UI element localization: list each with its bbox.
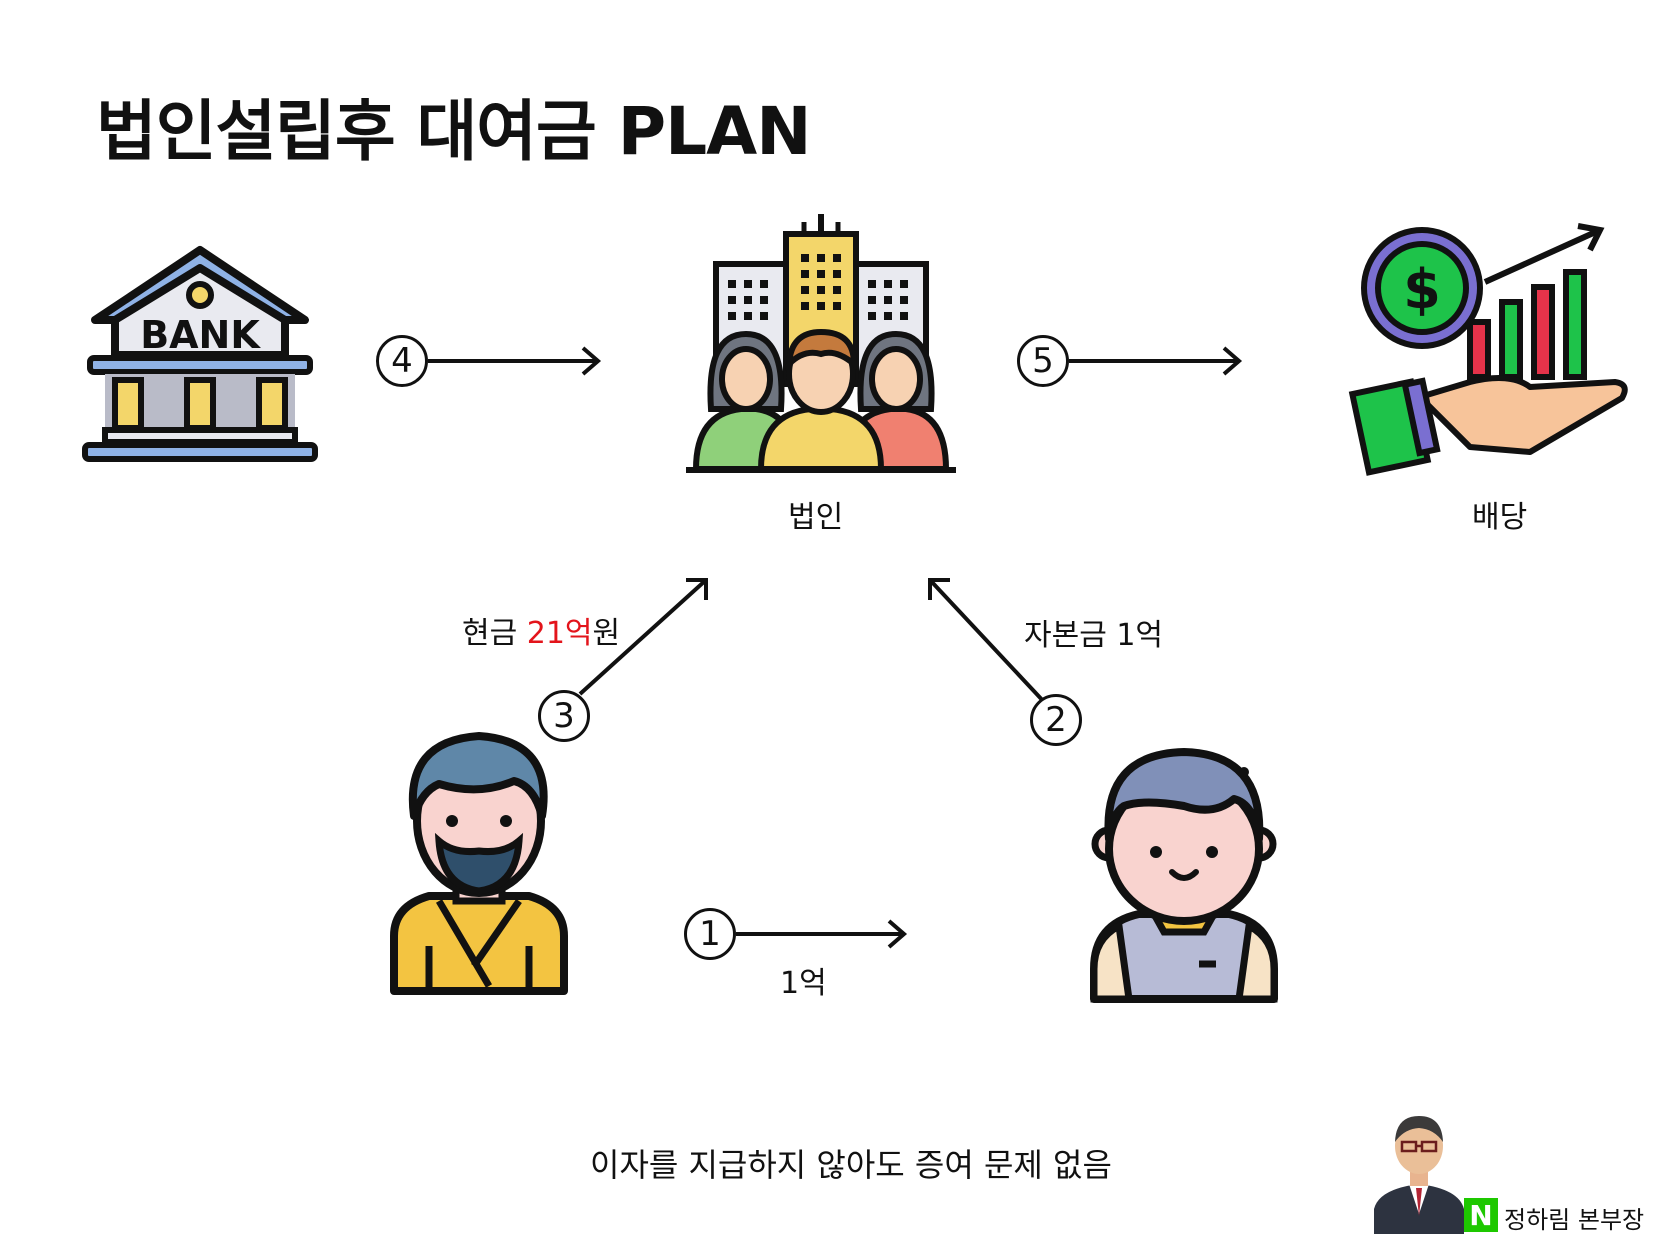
step-1-arrow [736,919,908,949]
author-signature: N 정하림 본부장 [1374,1104,1644,1234]
step-2-badge: 2 [1030,694,1082,746]
step-3-arrow [578,578,708,696]
step-3-label-suffix: 원 [592,616,621,651]
corporation-icon [686,214,956,473]
step-3-label: 현금 21억원 [462,608,620,652]
page-title: 법인설립후 대여금 PLAN [96,93,811,170]
step-5-badge: 5 [1017,335,1069,387]
author-name: 정하림 본부장 [1504,1206,1645,1234]
footer-note: 이자를 지급하지 않아도 증여 문제 없음 [590,1146,1112,1184]
corporation-label: 법인 [788,500,844,535]
step-1-number: 1 [699,914,721,954]
dividend-icon: $ [1348,223,1628,476]
step-2-arrow [928,578,1048,706]
naver-badge: N [1464,1198,1498,1232]
step-1-badge: 1 [684,908,736,960]
author-portrait [1374,1116,1464,1234]
step-3-label-prefix: 현금 [462,616,527,651]
borrower-person-icon [1090,748,1278,1003]
step-5-arrow [1069,346,1243,376]
step-2-number: 2 [1045,700,1067,740]
dividend-label: 배당 [1472,500,1528,535]
step-3-badge: 3 [538,690,590,742]
step-5-number: 5 [1032,341,1054,381]
lender-person-icon [390,732,568,995]
step-4-badge: 4 [376,335,428,387]
step-4-number: 4 [391,341,413,381]
step-3-label-highlight: 21억 [526,616,593,651]
step-4-arrow [428,346,602,376]
bank-icon: BANK [82,246,318,462]
step-1-label: 1억 [780,966,827,1001]
step-2-label: 자본금 1억 [1024,618,1164,653]
svg-text:$: $ [1403,258,1441,321]
bank-sign: BANK [140,313,261,357]
step-3-number: 3 [553,696,575,736]
